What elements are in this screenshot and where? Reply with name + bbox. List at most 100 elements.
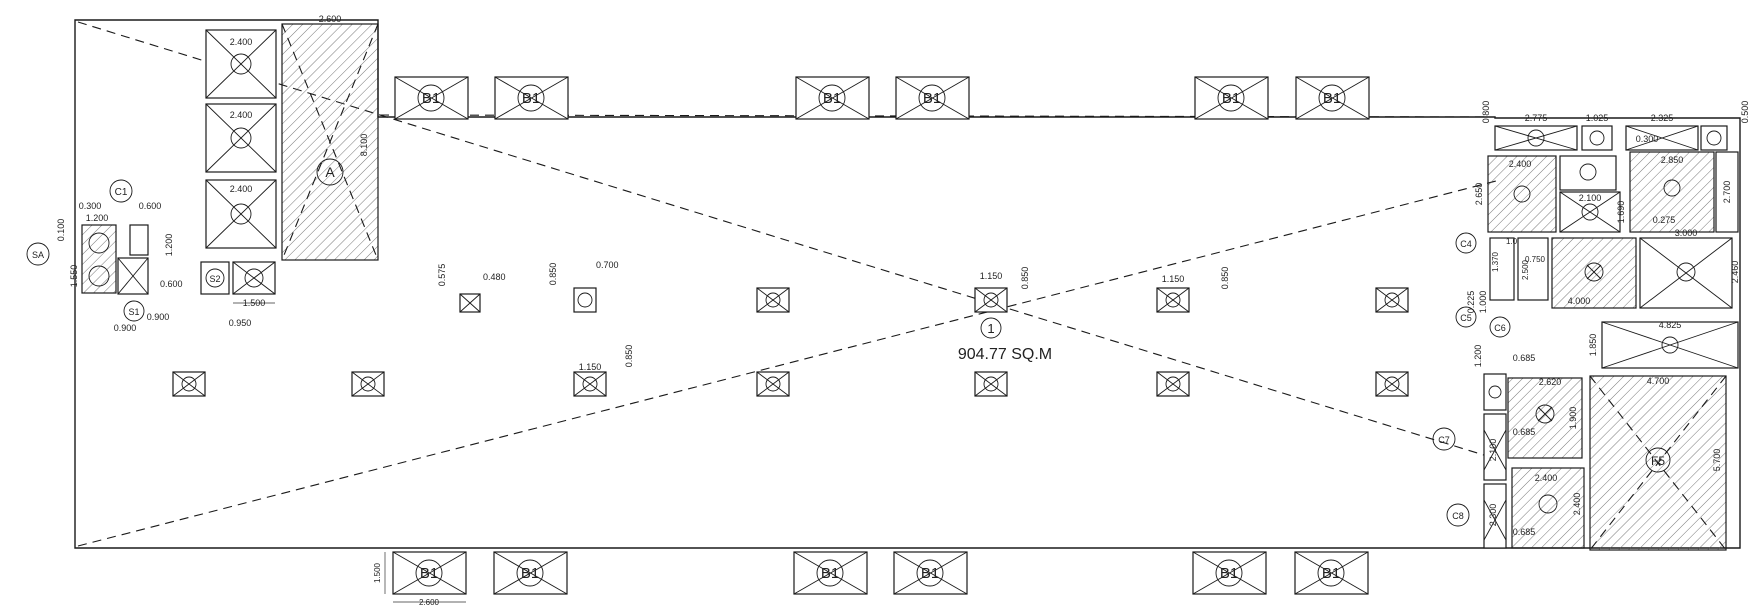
dim-text: 4.825 (1659, 320, 1682, 330)
column-label: C6 (1494, 323, 1506, 333)
dim-text: 0.850 (548, 263, 558, 286)
dim-text: 1.150 (980, 271, 1003, 281)
footing-label: F5 (1651, 454, 1665, 468)
column-label: C8 (1452, 511, 1464, 521)
footing-b1-top-6: B1 (1295, 76, 1370, 120)
footing-cluster-left: 0.300 1.200 0.600 0.600 1.200 0.100 1.55… (26, 179, 183, 333)
dim-text: 0.700 (596, 260, 619, 270)
dim-text: 1.500 (373, 562, 382, 583)
dim-text: 1.000 (1506, 237, 1527, 246)
dim-text: 2.400 (230, 184, 253, 194)
footing-label: B1 (921, 565, 939, 582)
pad-row2-6 (1156, 371, 1190, 397)
column-label: C5 (1460, 313, 1472, 323)
footing-label: B1 (823, 90, 841, 107)
dim-text: 1.200 (164, 234, 174, 257)
footing-label: B1 (821, 565, 839, 582)
footing-b1-bottom-4: B1 (893, 551, 968, 595)
dim-text: 2.300 (1488, 504, 1498, 527)
dim-text: 0.900 (147, 312, 170, 322)
footing-s2: S2 1.500 0.950 (200, 261, 276, 328)
dim-text: 1.150 (1162, 274, 1185, 284)
footing-b1-bottom-6: B1 (1294, 551, 1369, 595)
pad-row2-1 (172, 371, 206, 397)
dim-text: 2.400 (230, 37, 253, 47)
dim-text: 1.150 (579, 362, 602, 372)
right-lower-footings: 1.200 0.685 2.100 2.300 2.620 0.685 1.90… (1473, 345, 1585, 549)
footing-label: B1 (420, 565, 438, 582)
dim-text: 0.575 (437, 264, 447, 287)
dim-text: 2.700 (1722, 181, 1732, 204)
footing-label: B1 (521, 565, 539, 582)
dim-text: 0.685 (1513, 353, 1536, 363)
footing-label: B1 (1222, 90, 1240, 107)
dim-text: 2.600 (319, 14, 342, 24)
footing-b1-top-3: B1 (795, 76, 870, 120)
dim-text: 1.025 (1586, 113, 1609, 123)
dim-text: 0.500 (1740, 101, 1750, 124)
dim-text: 0.850 (1020, 267, 1030, 290)
footing-b1-bottom-2: B1 (493, 551, 568, 595)
footing-label: B1 (1323, 90, 1341, 107)
footing-b1-bottom-1: B1 (392, 551, 467, 595)
dim-text: 0.685 (1513, 527, 1536, 537)
dim-text: 1.000 (1478, 291, 1488, 314)
dim-text: 0.850 (1220, 267, 1230, 290)
dim-text: 0.300 (79, 201, 102, 211)
dim-text: 2.500 (1521, 259, 1530, 280)
dim-text: 0.950 (229, 318, 252, 328)
footing-b1-top-2: B1 (494, 76, 569, 120)
dim-text: 0.480 (483, 272, 506, 282)
dim-text: 2.850 (1661, 155, 1684, 165)
footing-left-1: 2.400 (205, 29, 277, 99)
dim-text: 1.200 (1473, 345, 1483, 368)
dim-text: 2.100 (1488, 439, 1498, 462)
dim-text: 0.300 (1636, 134, 1659, 144)
column-label: C7 (1438, 435, 1450, 445)
footing-left-2: 2.400 (205, 103, 277, 173)
dim-text: 1.900 (1568, 407, 1578, 430)
footing-label: B1 (422, 90, 440, 107)
footing-label: A (325, 164, 335, 180)
pad-row1-1 (756, 287, 790, 313)
dim-text: 2.600 (419, 598, 440, 606)
dim-text: 1.370 (1491, 251, 1500, 272)
area-tag: 1 904.77 SQ.M (958, 317, 1052, 363)
dim-text: 0.600 (160, 279, 183, 289)
dim-text: 4.000 (1568, 296, 1591, 306)
footing-left-3: 2.400 (205, 179, 277, 249)
dim-text: 8.100 (359, 134, 369, 157)
dim-text: 1.690 (1616, 201, 1626, 224)
pad-row2-3: 1.150 0.850 (573, 345, 634, 397)
dim-text: 0.100 (56, 219, 66, 242)
dim-text: 0.685 (1513, 427, 1536, 437)
footing-label: B1 (1322, 565, 1340, 582)
dim-text: 2.400 (1572, 493, 1582, 516)
dim-text: 2.400 (230, 110, 253, 120)
footing-f5: F5 4.700 5.700 (1589, 375, 1727, 551)
dim-text: 0.800 (1481, 101, 1491, 124)
area-label: 904.77 SQ.M (958, 346, 1052, 363)
dimension-bottom-b1: 1.500 2.600 (373, 552, 466, 606)
dim-text: 2.400 (1535, 473, 1558, 483)
column-label: C4 (1460, 239, 1472, 249)
footing-small-2: 0.850 0.700 (548, 260, 619, 313)
footing-a: A 2.600 8.100 (281, 14, 379, 261)
dim-text: 2.620 (1539, 377, 1562, 387)
pad-row2-7 (1375, 371, 1409, 397)
dim-text: 3.000 (1675, 228, 1698, 238)
right-row3-footings: 1.000 1.370 0.750 2.500 4.000 3.000 2.46… (1466, 228, 1740, 313)
footing-b1-top-4: B1 (895, 76, 970, 120)
pad-row2-5 (974, 371, 1008, 397)
dim-text: 2.460 (1730, 261, 1740, 284)
area-number: 1 (987, 321, 994, 336)
right-top-footings: 2.775 0.800 1.025 2.325 0.300 0.500 (1481, 101, 1750, 151)
dim-text: 0.600 (139, 201, 162, 211)
footing-small-1: 0.575 0.480 (437, 264, 506, 313)
footing-b1-top-1: B1 (394, 76, 469, 120)
pad-row2-4 (756, 371, 790, 397)
dim-text: 1.500 (243, 298, 266, 308)
dim-text: 0.900 (114, 323, 137, 333)
dim-text: 0.275 (1653, 215, 1676, 225)
